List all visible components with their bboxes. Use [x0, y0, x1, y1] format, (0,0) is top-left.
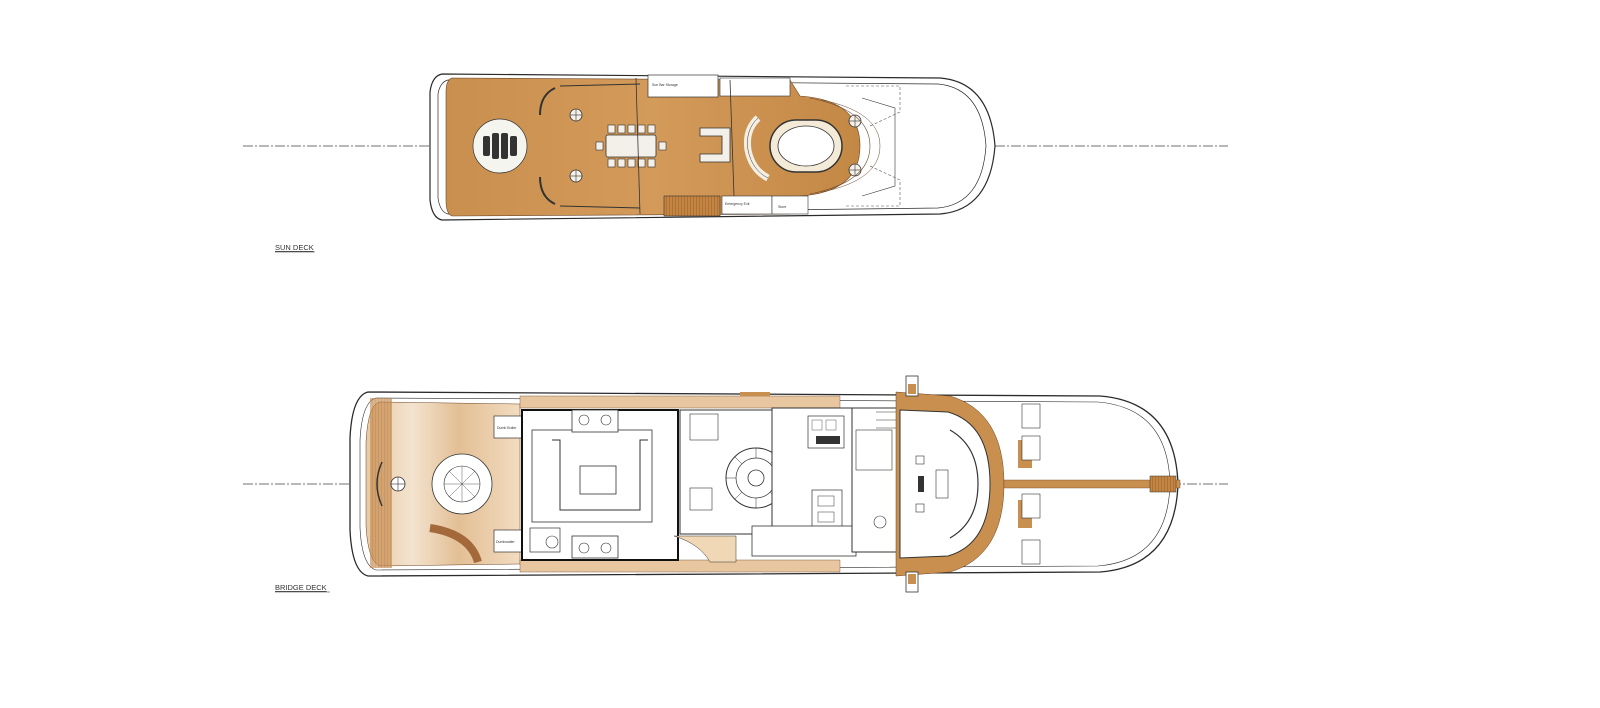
sun-emergency-label: Emergency Exit — [725, 202, 750, 206]
bridge-dumbwaiter-label: Dumbwaiter — [496, 540, 516, 544]
bridge-salon — [521, 409, 679, 561]
sun-stair — [663, 195, 721, 217]
sun-jacuzzi — [769, 119, 843, 173]
bridge-deck-label: BRIDGE DECK — [275, 583, 327, 592]
bridge-round-table — [431, 453, 493, 515]
bridge-deck: Dumb Butler Dumbwaiter — [243, 375, 1228, 593]
bridge-cabins — [751, 407, 900, 557]
bridge-dumb-butler-label: Dumb Butler — [497, 426, 517, 430]
sun-deck-label: SUN DECK — [275, 243, 314, 252]
sun-sofa — [699, 127, 731, 163]
sun-bar-storage-label: Sun Bar Storage — [652, 83, 678, 87]
bridge-wheelhouse — [895, 391, 1005, 577]
bridge-foredeck — [1003, 403, 1181, 565]
sun-lounger-circle — [472, 118, 528, 174]
sun-deck: Sun Bar Storage Emergency Exit Store — [243, 73, 1228, 221]
sun-dining-table — [595, 124, 667, 168]
bridge-spiral-stair — [673, 409, 787, 563]
sun-store-label: Store — [778, 205, 786, 209]
